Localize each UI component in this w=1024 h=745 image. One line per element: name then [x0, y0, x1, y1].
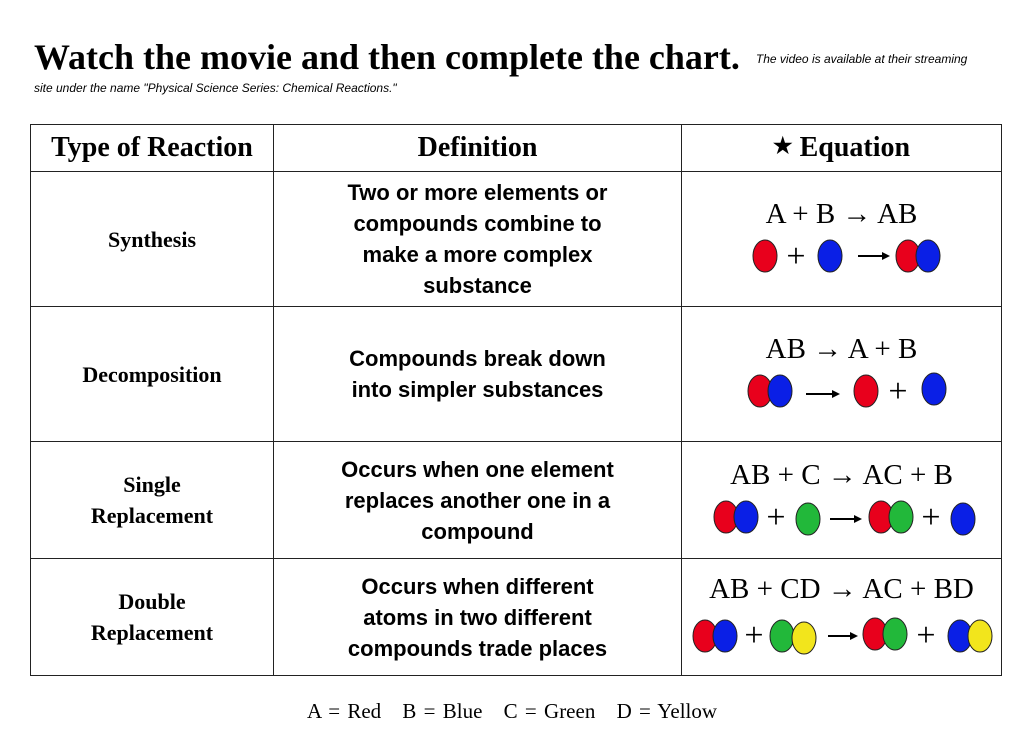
equation-text: AB + C → AC + B [730, 458, 953, 491]
equation-text: AB + CD → AC + BD [709, 572, 974, 605]
double-replacement-diagram: + + [692, 617, 993, 654]
page-title-line: Watch the movie and then complete the ch… [34, 36, 967, 78]
definition-line: Occurs when different [361, 573, 594, 599]
reaction-definition: Occurs when one element replaces another… [273, 441, 682, 559]
atom-C [882, 617, 908, 650]
reaction-definition: Compounds break down into simpler substa… [273, 306, 682, 442]
plus-sign: + [921, 499, 940, 536]
reaction-type: Double Replacement [30, 558, 274, 676]
star-icon: ★ [772, 133, 793, 158]
type-line: Replacement [90, 503, 214, 528]
reaction-equation: AB + C → AC + B + + [681, 441, 1002, 559]
atom-B [921, 372, 947, 405]
plus-sign: + [786, 238, 805, 275]
definition-line: replaces another one in a [344, 487, 611, 513]
title-note: The video is available at their streamin… [755, 52, 968, 66]
atom-A [752, 239, 778, 272]
atom-B [767, 374, 793, 407]
type-line: Single [123, 472, 181, 497]
single-replacement-diagram: + + [713, 499, 976, 536]
atom-B [712, 619, 738, 652]
atom-B [915, 239, 941, 272]
definition-line: compounds trade places [347, 635, 608, 661]
type-line: Synthesis [107, 226, 197, 252]
table-row: Single Replacement Occurs when one eleme… [30, 441, 1002, 559]
decomposition-diagram: + [747, 372, 947, 410]
atom-D [967, 619, 993, 652]
definition-line: make a more complex [362, 242, 593, 267]
plus-sign: + [766, 499, 785, 536]
legend-item: B = Blue [402, 699, 483, 723]
reaction-equation: AB → A + B + [681, 306, 1002, 442]
definition-line: compounds combine to [353, 211, 602, 236]
equation-text: A + B → AB [765, 197, 918, 230]
atom-B [950, 502, 976, 535]
column-header-equation-label: Equation [799, 132, 911, 163]
definition-line: atoms in two different [363, 604, 592, 630]
table-row: Decomposition Compounds break down into … [30, 306, 1002, 442]
atom-C [795, 502, 821, 535]
definition-line: into simpler substances [351, 377, 604, 402]
equation-text: AB → A + B [765, 332, 918, 365]
column-header-type: Type of Reaction [30, 124, 274, 172]
atom-B [817, 239, 843, 272]
definition-line: Occurs when one element [341, 456, 614, 482]
page-title: Watch the movie and then complete the ch… [34, 37, 740, 77]
table-row: Double Replacement Occurs when different… [30, 558, 1002, 676]
column-header-equation: ★ Equation [681, 124, 1002, 172]
arrow-icon [806, 389, 840, 398]
reaction-equation: A + B → AB + [681, 171, 1002, 307]
reaction-definition: Occurs when different atoms in two diffe… [273, 558, 682, 676]
definition-line: compound [421, 518, 534, 544]
plus-sign: + [744, 617, 763, 654]
reaction-definition: Two or more elements or compounds combin… [273, 171, 682, 307]
legend-item: D = Yellow [616, 699, 718, 723]
plus-sign: + [916, 617, 935, 654]
atom-C [888, 500, 914, 533]
reaction-chart: Type of Reaction Definition ★ Equation S… [30, 124, 1002, 676]
atom-D [791, 621, 817, 654]
definition-line: substance [423, 273, 532, 298]
color-legend: A = Red B = Blue C = Green D = Yellow [0, 699, 1024, 724]
arrow-icon [830, 514, 862, 523]
type-line: Double [118, 589, 186, 614]
reaction-type: Decomposition [30, 306, 274, 442]
column-header-definition: Definition [273, 124, 682, 172]
arrow-icon [828, 631, 858, 640]
arrow-icon [858, 251, 890, 260]
legend-item: C = Green [503, 699, 596, 723]
title-note-continued: site under the name "Physical Science Se… [34, 81, 397, 95]
synthesis-diagram: + [752, 238, 941, 275]
type-line: Decomposition [82, 361, 222, 387]
reaction-equation: AB + CD → AC + BD + + [681, 558, 1002, 676]
header-row: Type of Reaction Definition ★ Equation [30, 124, 1002, 172]
type-line: Replacement [90, 620, 214, 645]
definition-line: Compounds break down [349, 346, 606, 371]
reaction-type: Single Replacement [30, 441, 274, 559]
plus-sign: + [888, 373, 907, 410]
table-row: Synthesis Two or more elements or compou… [30, 171, 1002, 307]
definition-line: Two or more elements or [347, 180, 608, 205]
atom-C [769, 619, 795, 652]
atom-B [733, 500, 759, 533]
reaction-type: Synthesis [30, 171, 274, 307]
atom-A [853, 374, 879, 407]
legend-item: A = Red [306, 699, 382, 723]
